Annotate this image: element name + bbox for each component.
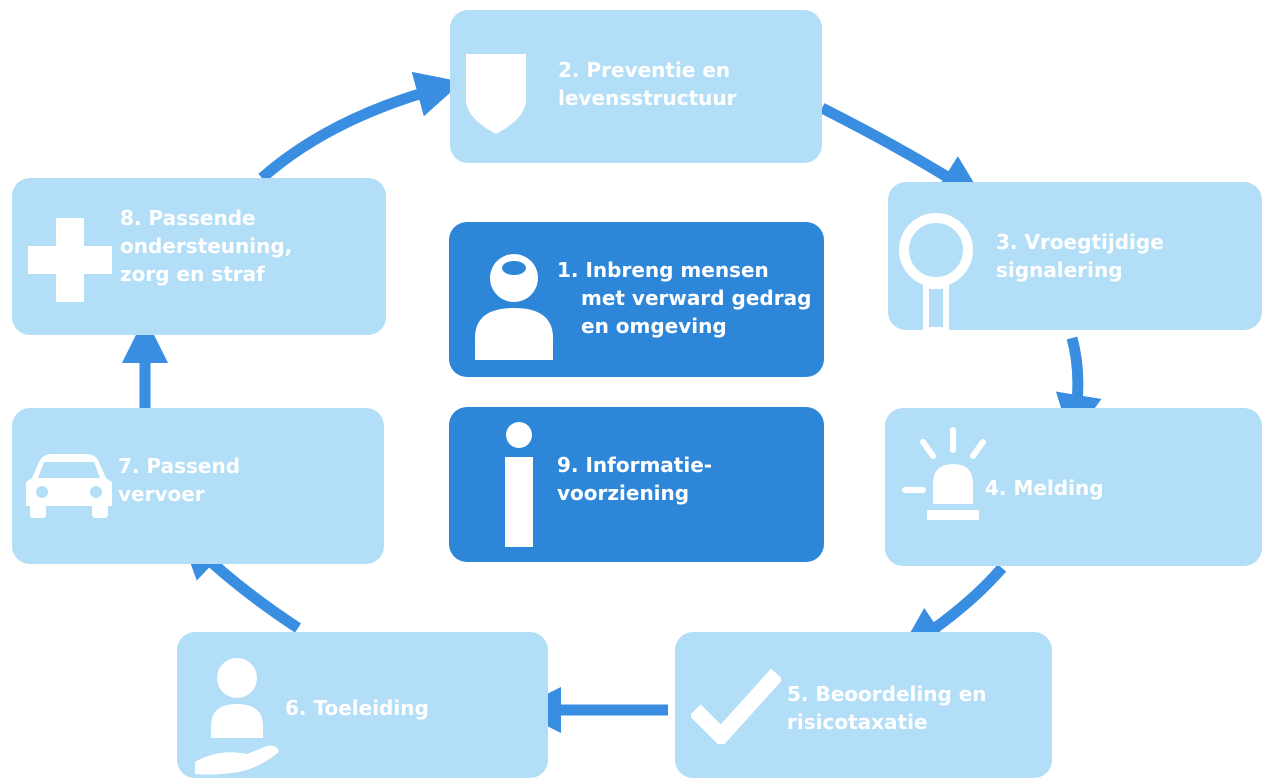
- cross-icon: [28, 218, 112, 302]
- step-label-1: 1. Inbreng mensen met verward gedrag en …: [557, 258, 812, 338]
- step-box-1: 1. Inbreng mensen met verward gedrag en …: [449, 222, 824, 377]
- step-box-9: 9. Informatie- voorziening: [449, 407, 824, 562]
- magnifier-icon: [899, 213, 973, 330]
- person-head-icon: [475, 254, 553, 360]
- step-box-6: 6. Toeleiding: [177, 632, 548, 778]
- step-label-7: 7. Passend vervoer: [118, 454, 241, 506]
- step-label-5: 5. Beoordeling en risicotaxatie: [787, 682, 987, 734]
- step-label-2: 2. Preventie en levensstructuur: [558, 58, 737, 110]
- checkmark-icon: [691, 668, 781, 744]
- shield-icon: [466, 54, 526, 134]
- step-label-4: 4. Melding: [985, 476, 1104, 500]
- arrow-2-to-3: [819, 103, 985, 201]
- step-box-5: 5. Beoordeling en risicotaxatie: [675, 632, 1052, 778]
- step-label-3: 3. Vroegtijdige signalering: [996, 230, 1164, 282]
- step-label-6: 6. Toeleiding: [285, 696, 429, 720]
- info-icon: [505, 422, 533, 547]
- step-box-2: 2. Preventie en levensstructuur: [450, 10, 822, 163]
- step-box-8: 8. Passende ondersteuning, zorg en straf: [12, 178, 386, 335]
- siren-icon: [902, 427, 986, 520]
- car-icon: [26, 454, 112, 518]
- person-hand-icon: [195, 658, 279, 775]
- arrow-4-to-5: [898, 564, 1007, 653]
- step-box-4: 4. Melding: [885, 408, 1262, 566]
- step-box-7: 7. Passend vervoer: [12, 408, 384, 564]
- step-label-9: 9. Informatie- voorziening: [557, 453, 713, 505]
- step-box-3: 3. Vroegtijdige signalering: [888, 182, 1262, 330]
- arrow-8-to-2: [258, 71, 463, 183]
- step-label-8: 8. Passende ondersteuning, zorg en straf: [120, 206, 293, 286]
- arrow-3-to-4: [1055, 336, 1102, 441]
